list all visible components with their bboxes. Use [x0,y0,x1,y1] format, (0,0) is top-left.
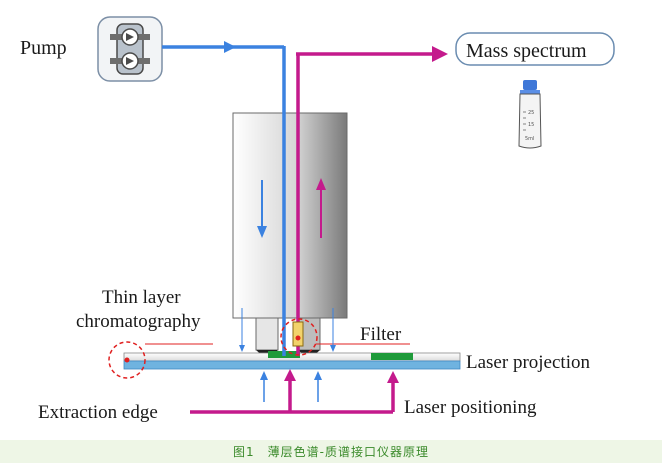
vial-mark-5ml: 5ml [525,136,534,142]
magenta-flow-arrowhead [432,46,448,62]
vial-icon: 25 15 5ml [518,80,542,149]
tlc-plate-glass [123,360,461,370]
label-pump: Pump [20,37,67,59]
probe-head [232,112,348,319]
label-tlc-line1: Thin layer [102,287,181,308]
tlc-dashed-circle [108,341,146,379]
probe-stem-left [255,317,279,351]
vial-mark-25: 25 [528,110,534,116]
label-laser-positioning: Laser positioning [404,397,537,418]
label-extraction-edge: Extraction edge [38,402,158,423]
label-tlc-line2: chromatography [76,311,201,332]
mass-spectrum-box [455,32,615,66]
label-filter: Filter [360,324,402,345]
blue-flow-arrowhead [224,41,236,53]
figure-caption: 图1 薄层色谱-质谱接口仪器原理 [233,445,429,459]
pump-icon [97,16,163,82]
label-mass-spectrum: Mass spectrum [466,40,587,62]
tlc-ms-interface-diagram: 25 15 5ml Pump Mass sp [20,16,615,423]
green-spot-laser [371,353,413,360]
filter-element [292,321,304,347]
filter-dashed-circle [280,318,318,356]
vial-mark-15: 15 [528,122,534,128]
label-laser-projection: Laser projection [466,352,590,373]
